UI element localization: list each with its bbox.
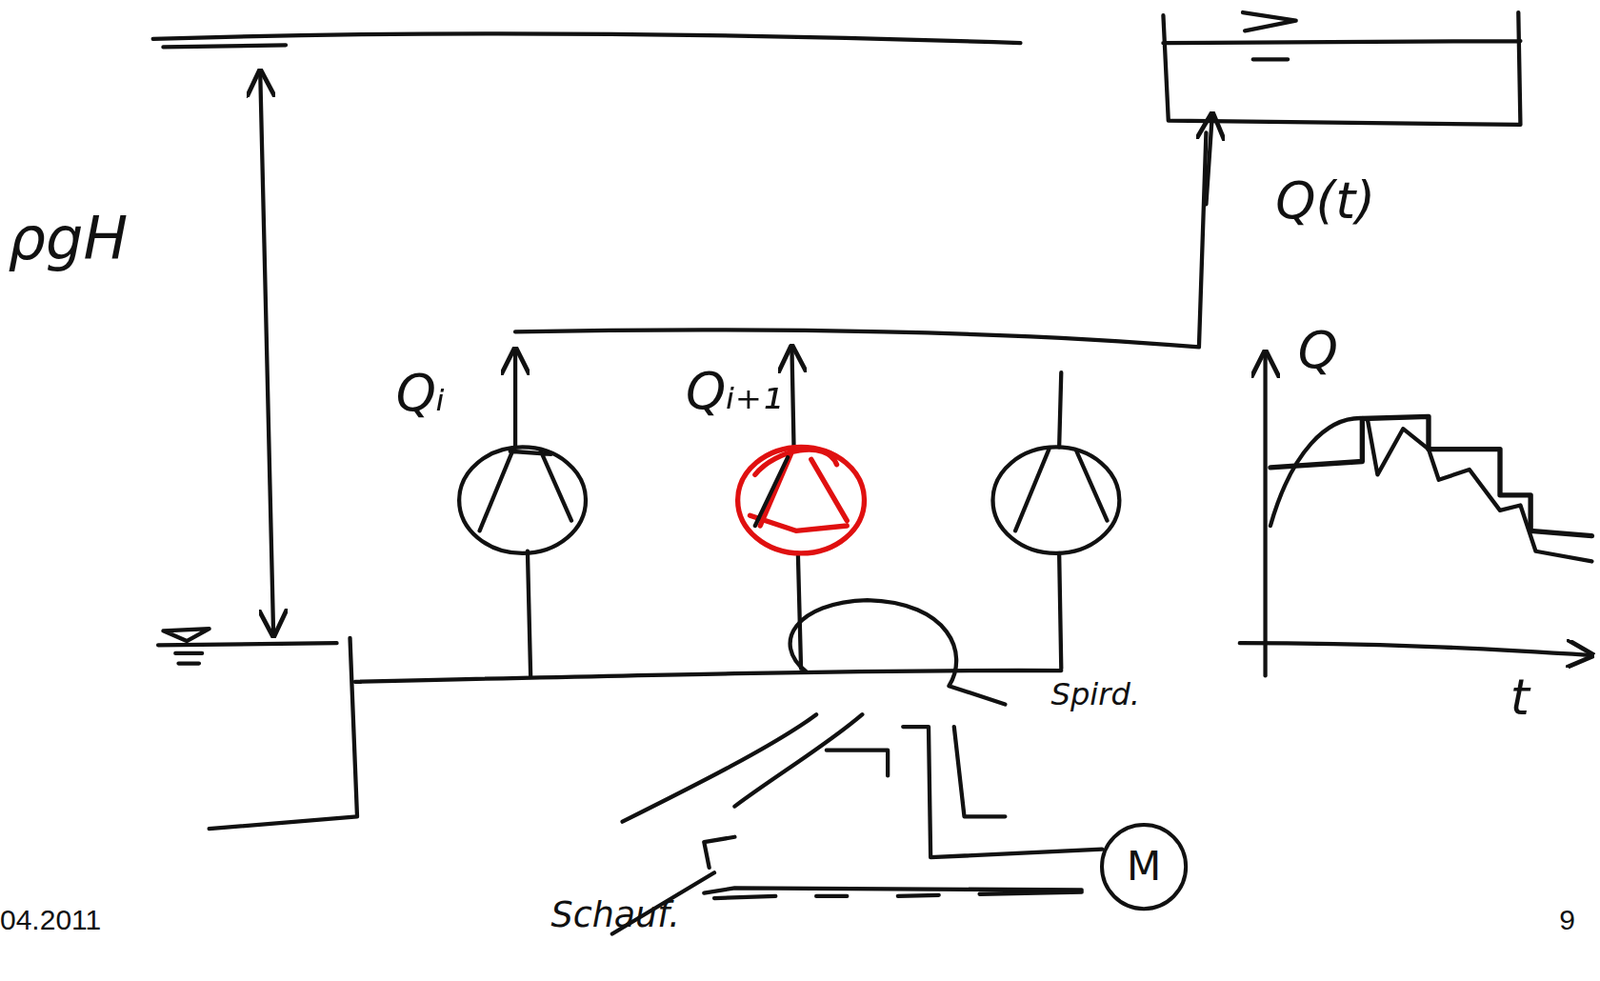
page-footer: 04.2011	[0, 905, 101, 935]
motor-circle-outline	[1101, 824, 1186, 909]
level-symbol	[1242, 12, 1297, 60]
pump-symbol	[459, 446, 586, 553]
casing-outline	[790, 600, 1006, 704]
pump-symbol-highlight	[738, 446, 865, 553]
motor-label: M	[1126, 842, 1161, 890]
sketch-label: Schauf.	[551, 898, 680, 933]
shaft-leader	[612, 837, 1082, 935]
tank-wall	[209, 638, 358, 829]
upper-tank	[1162, 12, 1520, 125]
reservoir-line	[162, 44, 286, 47]
pump-symbol	[480, 449, 572, 532]
pump-outlet	[1059, 372, 1061, 447]
sketch-label: Qᵢ₊₁	[685, 365, 782, 418]
flow-arrow	[513, 349, 518, 448]
sketch-label: Q(t)	[1275, 175, 1376, 227]
water-level	[158, 642, 338, 645]
pump-symbol	[755, 457, 788, 526]
motor-circle: M	[1100, 822, 1188, 911]
pressure-pipe	[515, 132, 1206, 347]
flow-arrow	[791, 346, 794, 449]
staircase-curve	[1270, 416, 1593, 536]
sketch-label: Q	[1298, 324, 1339, 377]
pump-symbol	[993, 446, 1120, 553]
node-text-holder: M	[1100, 822, 1188, 911]
impeller-sketch	[622, 714, 1103, 858]
head-arrow	[260, 71, 274, 635]
pump-symbol-highlight	[750, 449, 848, 531]
chart-axis	[1262, 352, 1267, 677]
page-footer: 9	[1559, 905, 1576, 935]
chart-axis	[1240, 642, 1593, 656]
heading-underline	[153, 34, 1021, 44]
sketch-label: Spird.	[1051, 679, 1141, 710]
pump-symbol	[1015, 449, 1107, 532]
sketch-label: ρgH	[8, 209, 129, 269]
sketch-label: t	[1510, 673, 1530, 722]
sketch-label: Qᵢ	[396, 367, 446, 420]
flow-arrow	[1205, 114, 1212, 204]
level-symbol	[162, 628, 209, 663]
shaft-dashes	[714, 892, 1082, 899]
